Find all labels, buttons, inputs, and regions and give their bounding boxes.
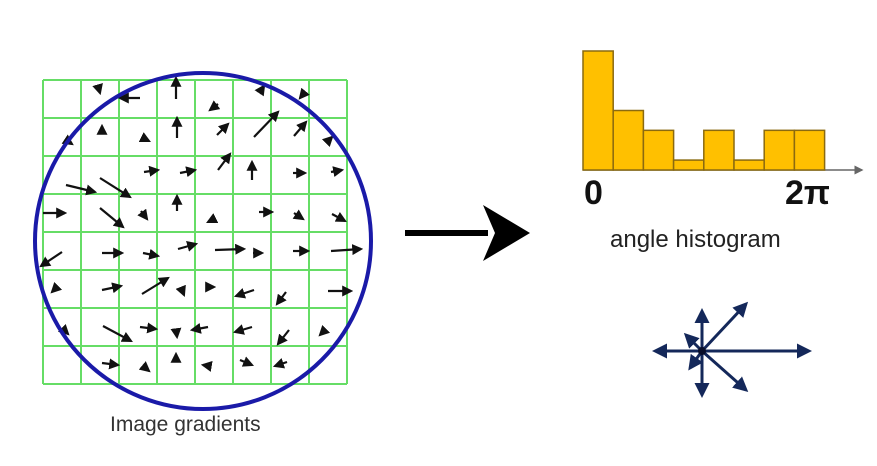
gradient-arrow-icon	[189, 322, 209, 334]
gradient-arrow-icon	[99, 177, 132, 199]
gradient-arrow-icon	[175, 284, 186, 298]
gradient-arrow-icon	[321, 135, 334, 148]
gradient-arrow-icon	[138, 132, 151, 142]
gradient-arrow-icon	[233, 287, 255, 299]
gradient-arrow-icon	[101, 358, 121, 370]
gradient-arrow-icon	[139, 322, 159, 334]
histogram-bar	[642, 129, 675, 171]
orientation-descriptor-icon	[652, 301, 812, 398]
gradient-arrow-icon	[318, 324, 331, 337]
gradient-arrow-icon	[102, 325, 133, 343]
gradient-arrow-icon	[143, 165, 161, 177]
gradient-arrow-icon	[170, 327, 182, 340]
gradient-arrow-icon	[298, 87, 310, 100]
gradient-arrow-icon	[216, 122, 230, 136]
gradient-arrow-icon	[137, 208, 149, 221]
histogram-bar	[793, 129, 826, 171]
orientation-arrow-icon	[701, 349, 749, 392]
x-tick-two-pi: 2π	[785, 174, 830, 212]
gradient-arrow-icon	[57, 323, 70, 336]
gradient-arrow-icon	[200, 361, 213, 372]
angle-histogram	[582, 50, 864, 175]
gradient-arrow-icon	[141, 276, 170, 295]
gradient-arrow-icon	[330, 166, 345, 177]
histogram-bar	[703, 129, 735, 171]
gradient-arrow-icon	[214, 243, 247, 255]
gradient-arrow-icon	[330, 244, 364, 256]
gradient-arrow-icon	[65, 183, 98, 196]
histogram-bar	[733, 159, 765, 171]
gradient-grid	[42, 79, 348, 385]
angle-histogram-caption: angle histogram	[610, 226, 781, 253]
gradient-arrow-icon	[99, 207, 125, 229]
gradient-arrow-icon	[292, 209, 305, 221]
histogram-bar	[672, 159, 705, 171]
histogram-bar	[612, 109, 645, 171]
histogram-bar	[582, 50, 614, 171]
gradient-arrow-icon	[276, 329, 290, 346]
gradient-arrow-icon	[331, 211, 347, 223]
gradient-arrow-icon	[293, 120, 308, 137]
gradient-arrow-icon	[101, 282, 124, 294]
gradient-arrow-icon	[217, 152, 232, 171]
gradient-arrow-icon	[275, 291, 287, 306]
flow-arrow-icon	[405, 205, 530, 261]
gradient-arrow-icon	[39, 251, 63, 268]
gradient-arrow-icon	[177, 241, 199, 252]
gradient-arrow-icon	[272, 357, 288, 369]
gradient-arrow-icon	[92, 83, 103, 96]
gradient-arrow-icon	[239, 356, 255, 367]
gradient-arrows	[39, 75, 364, 373]
sampling-circle	[33, 71, 373, 411]
gradient-arrow-icon	[254, 84, 266, 97]
gradient-arrow-icon	[206, 213, 219, 223]
gradient-arrow-icon	[232, 324, 253, 335]
gradient-arrow-icon	[138, 361, 151, 373]
histogram-bar	[763, 129, 796, 171]
image-gradients-caption: Image gradients	[110, 413, 261, 436]
gradient-arrow-icon	[208, 100, 221, 112]
x-tick-zero: 0	[584, 174, 603, 212]
gradient-arrow-icon	[179, 166, 198, 178]
gradient-arrow-icon	[142, 248, 161, 260]
gradient-arrow-icon	[253, 110, 280, 138]
orientation-arrow-icon	[700, 301, 749, 353]
gradient-arrow-icon	[50, 281, 63, 294]
